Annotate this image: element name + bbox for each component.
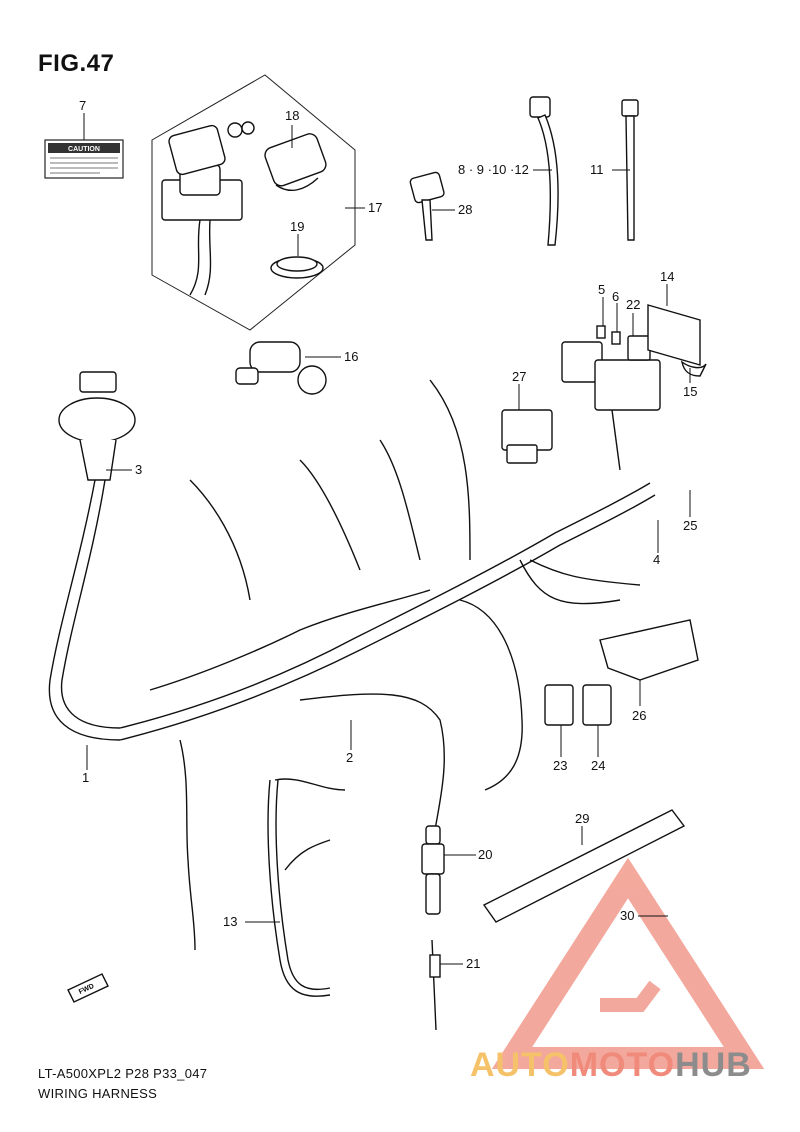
callout-17: 17 [368, 200, 382, 215]
callout-26: 26 [632, 708, 646, 723]
callout-7: 7 [79, 98, 86, 113]
watermark-part-hub: HUB [675, 1046, 752, 1084]
cable-clamp-long [529, 96, 559, 246]
watermark-text: AUTOMOTOHUB [470, 1046, 752, 1085]
callout-11: 11 [590, 162, 604, 177]
callout-1: 1 [82, 770, 89, 785]
footer-code: LT-A500XPL2 P28 P33_047 [38, 1066, 208, 1081]
leader-lines [83, 113, 691, 965]
figure-title: FIG.47 [38, 50, 115, 77]
callout-25: 25 [683, 518, 697, 533]
watermark-logo [491, 857, 765, 1069]
caution-label-text: CAUTION [68, 146, 100, 153]
callout-29: 29 [575, 811, 589, 826]
power-socket [235, 341, 327, 395]
main-wiring-harness [48, 379, 656, 951]
part-callouts: 1 2 3 4 5 6 7 8 · 9 ·10 ·12 11 13 14 15 … [79, 98, 697, 971]
callout-19: 19 [290, 219, 304, 234]
watermark-part-moto: MOTO [569, 1046, 676, 1084]
footer-name: WIRING HARNESS [38, 1086, 158, 1101]
callout-4: 4 [653, 552, 660, 567]
key [409, 171, 445, 241]
callout-16: 16 [344, 349, 358, 364]
watermark-part-auto: AUTO [470, 1046, 570, 1084]
relay [501, 409, 553, 464]
callout-8-9-10-12: 8 · 9 ·10 ·12 [458, 162, 529, 177]
sub-harness [267, 778, 346, 997]
forward-arrow-icon: FWD [67, 973, 109, 1003]
ignition-switch-box [151, 74, 356, 331]
oxygen-sensor [421, 825, 445, 915]
ignition-switch [161, 121, 327, 296]
callout-24: 24 [591, 758, 605, 773]
callout-21: 21 [466, 956, 480, 971]
corrugated-tube [482, 809, 686, 923]
callout-5: 5 [598, 282, 605, 297]
connector-caps [544, 684, 612, 726]
spring-clip [429, 939, 441, 1031]
callout-22: 22 [626, 297, 640, 312]
cable-tie [621, 99, 639, 241]
main-connector [58, 371, 136, 481]
caution-label-part: CAUTION [44, 139, 124, 179]
callout-6: 6 [612, 289, 619, 304]
callout-2: 2 [346, 750, 353, 765]
callout-30: 30 [620, 908, 634, 923]
callout-3: 3 [135, 462, 142, 477]
bracket [599, 619, 699, 681]
callout-23: 23 [553, 758, 567, 773]
callout-28: 28 [458, 202, 472, 217]
callout-14: 14 [660, 269, 674, 284]
callout-20: 20 [478, 847, 492, 862]
callout-13: 13 [223, 914, 237, 929]
callout-15: 15 [683, 384, 697, 399]
ring-nut [270, 256, 324, 279]
fuse-box [561, 304, 707, 471]
callout-18: 18 [285, 108, 299, 123]
callout-27: 27 [512, 369, 526, 384]
